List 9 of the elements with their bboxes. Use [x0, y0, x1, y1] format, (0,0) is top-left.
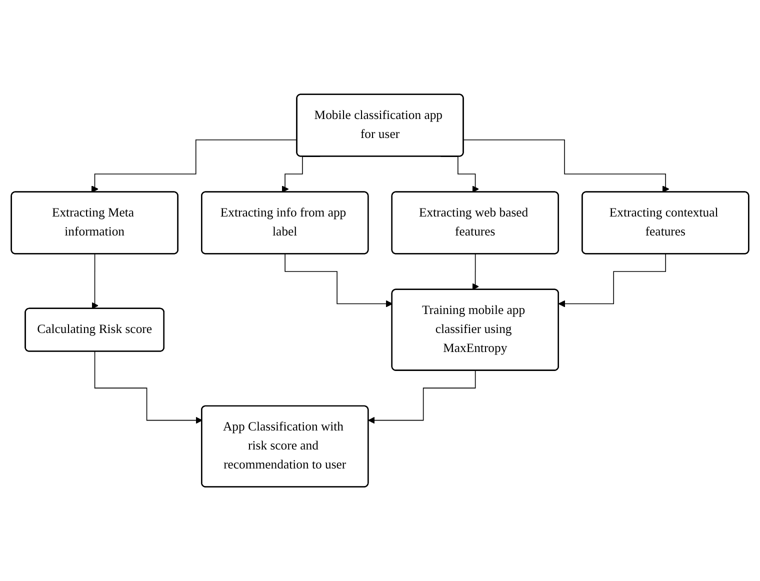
arrow — [558, 254, 666, 308]
arrow — [284, 254, 393, 308]
arrow — [368, 370, 476, 424]
arrow — [463, 139, 670, 192]
arrow — [91, 254, 98, 310]
arrow — [91, 139, 298, 192]
flowchart: Mobile classification app for user Extracting Meta information Extracting info from app label Extracting web based features Extracting contextual features Calculating Risk score Training mobile app classifier using MaxEntropy App Classification with risk score and recommendation to user — [5, 88, 755, 494]
arrow — [472, 254, 479, 290]
arrow — [94, 351, 202, 424]
